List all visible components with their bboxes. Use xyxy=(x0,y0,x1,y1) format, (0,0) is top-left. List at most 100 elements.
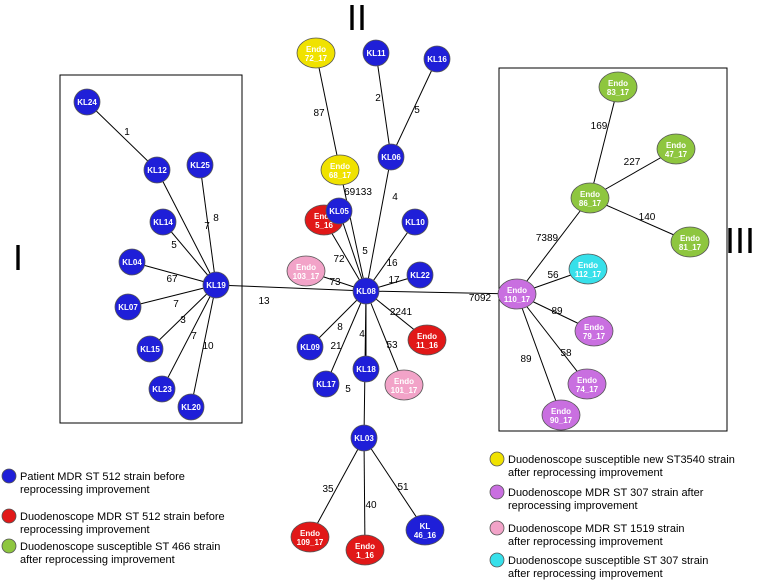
node-kl22[interactable]: KL22 xyxy=(406,261,434,289)
node-shape xyxy=(541,399,581,431)
node-shape xyxy=(177,393,205,421)
edge-KL16-KL06 xyxy=(390,58,438,158)
node-kl24[interactable]: KL24 xyxy=(73,88,101,116)
legend-item-patient_mdr_st512: Patient MDR ST 512 strain beforereproces… xyxy=(1,468,185,496)
node-shape xyxy=(352,355,380,383)
legend-item-susceptible_st466: Duodenoscope susceptible ST 466 strainaf… xyxy=(1,538,220,566)
node-label: KL11 xyxy=(366,49,386,58)
node-kl07[interactable]: KL07 xyxy=(114,293,142,321)
legend-item-mdr_st307: Duodenoscope MDR ST 307 strain afterrepr… xyxy=(489,484,704,512)
edge-label: 72 xyxy=(333,254,345,265)
legend-label: after reprocessing improvement xyxy=(508,568,663,580)
node-label: KL03 xyxy=(354,434,374,443)
node-shape xyxy=(202,271,230,299)
legend-label: after reprocessing improvement xyxy=(508,536,663,548)
edge-E68_17-KL08 xyxy=(339,169,367,292)
edge-label: 87 xyxy=(313,108,325,119)
node-shape xyxy=(114,293,142,321)
legend-label: Duodenoscope susceptible ST 307 strain xyxy=(508,555,708,567)
node-label: KL23 xyxy=(152,385,172,394)
edge-label: 3 xyxy=(180,315,186,326)
node-label: KL05 xyxy=(329,207,349,216)
node-shape xyxy=(312,370,340,398)
node-kl03[interactable]: KL03 xyxy=(350,424,378,452)
node-kl11[interactable]: KL11 xyxy=(362,39,390,67)
edge-label: 51 xyxy=(397,482,409,493)
edge-label: 69133 xyxy=(344,187,372,198)
node-shape xyxy=(670,226,710,258)
edge-label: 21 xyxy=(330,341,342,352)
node-kl23[interactable]: KL23 xyxy=(148,375,176,403)
node-kl08[interactable]: KL08 xyxy=(352,277,380,305)
edge-E110_17-E90_17 xyxy=(516,293,562,416)
legend-label: after reprocessing improvement xyxy=(20,554,175,566)
edge-label: 5 xyxy=(362,246,368,257)
node-kl12[interactable]: KL12 xyxy=(143,156,171,184)
node-label: KL15 xyxy=(140,345,160,354)
edge-label: 58 xyxy=(560,348,572,359)
legend-item-duodenoscope_mdr_st512: Duodenoscope MDR ST 512 strain beforerep… xyxy=(1,508,225,536)
node-kl18[interactable]: KL18 xyxy=(352,355,380,383)
edge-label: 89 xyxy=(520,354,532,365)
node-kl16[interactable]: KL16 xyxy=(423,45,451,73)
node-kl17[interactable]: KL17 xyxy=(312,370,340,398)
node-kl14[interactable]: KL14 xyxy=(149,208,177,236)
node-label: KL09 xyxy=(300,343,320,352)
node-shape xyxy=(118,248,146,276)
node-kl04[interactable]: KL04 xyxy=(118,248,146,276)
legend-label: reprocessing improvement xyxy=(508,500,638,512)
edge-KL04-KL19 xyxy=(131,261,217,286)
edge-label: 7092 xyxy=(469,293,492,304)
node-shape xyxy=(423,45,451,73)
edge-label: 17 xyxy=(388,275,400,286)
node-kl10[interactable]: KL10 xyxy=(401,208,429,236)
node-kl20[interactable]: KL20 xyxy=(177,393,205,421)
node-kl09[interactable]: KL09 xyxy=(296,333,324,361)
cluster-label-ii: II xyxy=(347,0,367,38)
node-kl05[interactable]: KL05 xyxy=(325,197,353,225)
node-shape xyxy=(186,151,214,179)
edge-label: 7389 xyxy=(536,233,559,244)
legend-label: Duodenoscope susceptible ST 466 strain xyxy=(20,541,220,553)
legend-label: reprocessing improvement xyxy=(20,524,150,536)
node-kl15[interactable]: KL15 xyxy=(136,335,164,363)
node-shape xyxy=(568,253,608,285)
node-kl25[interactable]: KL25 xyxy=(186,151,214,179)
node-shape xyxy=(136,335,164,363)
legend-swatch xyxy=(489,484,505,500)
node-label: KL19 xyxy=(206,281,226,290)
node-label: KL10 xyxy=(405,218,425,227)
cluster-box-iii xyxy=(498,67,728,432)
node-kl06[interactable]: KL06 xyxy=(377,143,405,171)
legend-label: Duodenoscope susceptible new ST3540 stra… xyxy=(508,454,735,466)
node-shape xyxy=(296,333,324,361)
node-kl19[interactable]: KL19 xyxy=(202,271,230,299)
edge-E110_17-E74_17 xyxy=(516,293,588,385)
